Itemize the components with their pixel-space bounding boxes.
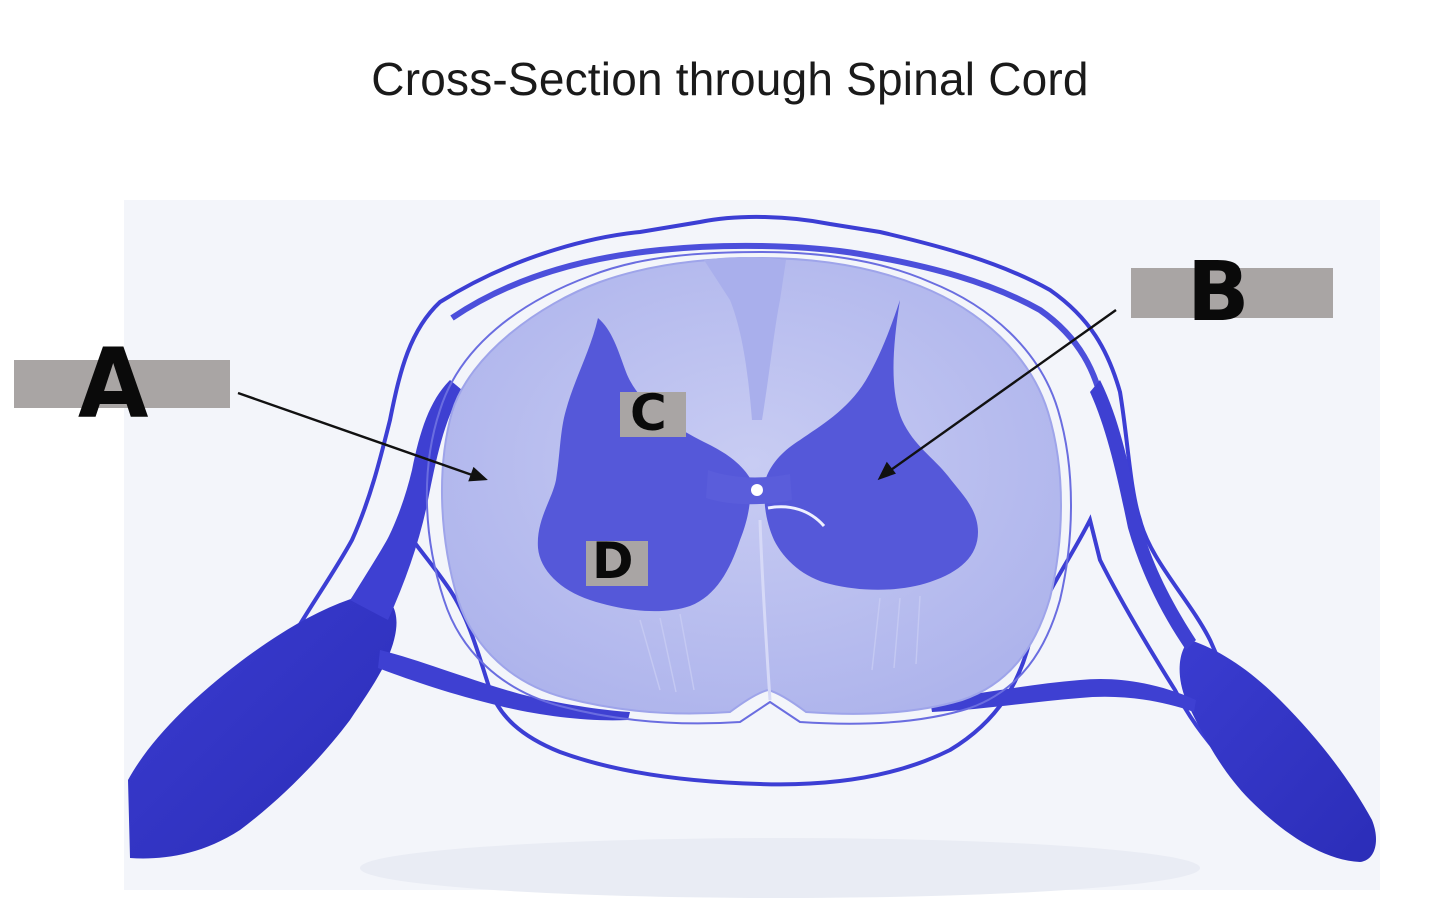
white-matter-texture: [639, 595, 921, 693]
pia-outline: [425, 250, 1072, 725]
label-a: A: [77, 328, 149, 440]
label-box-d: [586, 541, 648, 586]
label-c: C: [630, 384, 667, 442]
vessel-right: [767, 505, 826, 528]
gray-matter-left: [537, 318, 751, 612]
gray-commissure: [706, 470, 792, 505]
slide-shadow: [360, 838, 1200, 898]
left-root-connector: [350, 380, 462, 620]
arrow-a: [237, 391, 488, 482]
arachnoid-layer: [450, 242, 1107, 411]
left-ventral-band: [378, 650, 630, 721]
label-box-b: [1131, 268, 1333, 318]
label-box-a: [14, 360, 230, 408]
label-d: D: [592, 532, 634, 590]
arrow-b: [877, 309, 1117, 481]
label-box-c: [620, 392, 686, 437]
page-title: Cross-Section through Spinal Cord: [371, 53, 1089, 105]
anterior-median-fissure: [758, 519, 772, 701]
right-root-connector: [1090, 380, 1196, 650]
gray-matter-right: [764, 300, 978, 590]
left-nerve-root: [128, 593, 397, 859]
central-canal: [751, 484, 763, 496]
right-ventral-band: [930, 678, 1196, 712]
label-b: B: [1187, 245, 1250, 340]
right-nerve-root: [1179, 640, 1376, 862]
dorsal-column: [704, 257, 786, 420]
